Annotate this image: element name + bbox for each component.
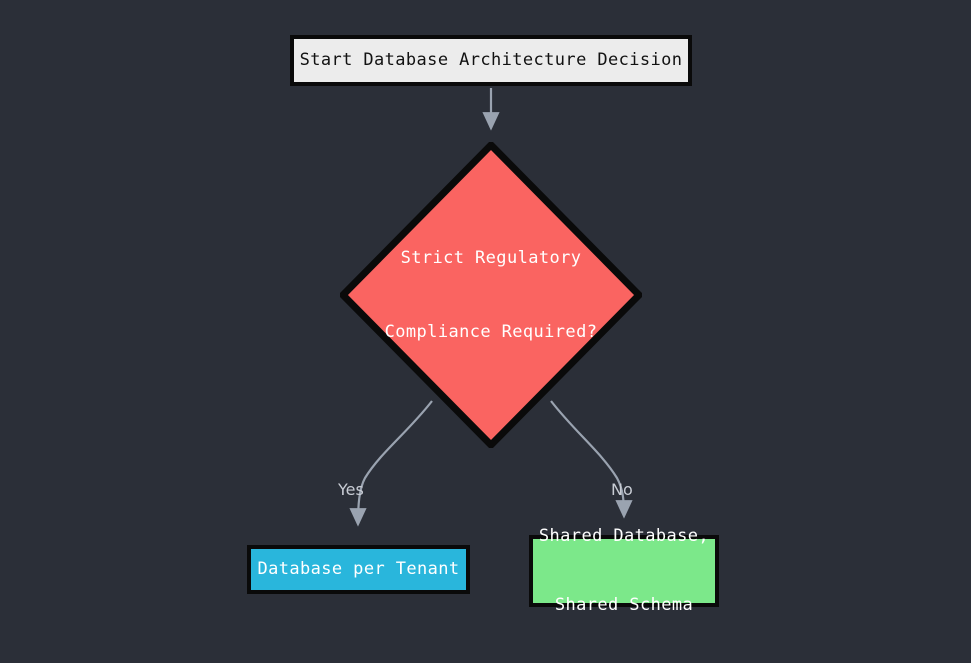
node-shared-database-label-line2: Shared Schema [554,594,694,615]
flowchart-canvas: Yes No Start Database Architecture Decis… [247,35,719,615]
edge-label-yes: Yes [338,480,364,499]
node-shared-database-shared-schema[interactable]: Shared Database, Shared Schema [529,526,719,615]
edge-label-no: No [611,480,633,499]
node-shared-database-label-group: Shared Database, Shared Schema [539,479,709,663]
edge-decision-to-yes [349,400,433,527]
node-database-per-tenant[interactable]: Database per Tenant [247,545,470,594]
node-shared-database-label-line1: Shared Database, [538,526,710,547]
node-decision-label-group: Strict Regulatory Compliance Required? [385,196,598,393]
node-decision-label-line2: Compliance Required? [384,321,598,342]
node-database-per-tenant-label: Database per Tenant [257,559,460,580]
node-start-label: Start Database Architecture Decision [299,50,683,71]
node-decision-label-line1: Strict Regulatory [400,247,582,268]
node-start[interactable]: Start Database Architecture Decision [290,35,692,86]
